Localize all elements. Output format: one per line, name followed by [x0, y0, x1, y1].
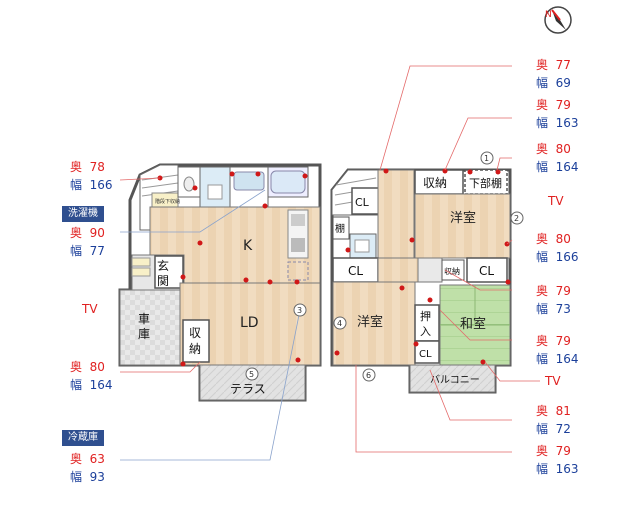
- dim-right-5: 奥 79 幅 73: [536, 284, 571, 316]
- youshitsu-1-label: 洋室: [450, 210, 476, 226]
- dim-left-2: 奥 90 幅 77: [70, 226, 105, 258]
- dim-right-4: 奥 80 幅 166: [536, 232, 579, 264]
- oshiire-label-1: 押: [420, 309, 431, 323]
- entrance-label-1: 玄: [157, 258, 169, 273]
- tv-label-1f: TV: [82, 302, 98, 316]
- washbasin-2f-icon: [354, 239, 370, 253]
- position-markers: 1 2 3 4 5 6: [245, 151, 524, 382]
- dim-right-2: 奥 79 幅 163: [536, 98, 579, 130]
- marker-5: 5: [249, 370, 254, 379]
- fridge-tag: 冷蔵庫: [62, 430, 104, 446]
- marker-3: 3: [297, 306, 302, 315]
- dim-right-6: 奥 79 幅 164: [536, 334, 579, 366]
- cl1-label: CL: [355, 196, 370, 209]
- balcony-label: バルコニー: [430, 374, 480, 386]
- second-floor-plan: CL 棚 収納 下部棚 洋室 CL 収納 CL 洋室 押 入 CL: [330, 168, 512, 394]
- tv-label-2f-b: TV: [545, 374, 561, 388]
- first-floor-plan: 階段下収納 K 玄 関 車 庫 LD 収 納: [118, 163, 322, 402]
- oshiire-label-2: 入: [420, 325, 431, 338]
- entrance-label-2: 関: [157, 274, 169, 288]
- dim-right-1: 奥 77 幅 69: [536, 58, 571, 90]
- garage-label-2: 庫: [138, 327, 150, 341]
- leader-lines-blue: [120, 189, 301, 461]
- compass-north-label: N: [545, 10, 552, 20]
- bathtub-icon: [233, 171, 265, 191]
- marker-1: 1: [484, 154, 489, 163]
- dim-left-3: 奥 80 幅 164: [70, 360, 113, 392]
- dim-right-8: 奥 79 幅 163: [536, 444, 579, 476]
- storage-2f-label: 収納: [423, 176, 447, 190]
- washbasin-icon: [207, 184, 223, 200]
- cl2-label: CL: [348, 264, 363, 278]
- dim-right-7: 奥 81 幅 72: [536, 404, 571, 436]
- tv-label-2f-a: TV: [548, 194, 564, 208]
- marker-6: 6: [366, 371, 371, 380]
- living-dining-label: LD: [240, 315, 259, 331]
- storage-small-label: 収納: [444, 266, 460, 276]
- marker-4: 4: [337, 319, 342, 328]
- pantry-small-label: 階段下収納: [155, 198, 180, 205]
- shelf-label: 棚: [335, 222, 345, 235]
- storage-label-1: 収: [189, 326, 201, 340]
- lower-shelf-label: 下部棚: [469, 176, 502, 190]
- toilet-icon: [183, 176, 195, 192]
- cl3-label: CL: [479, 264, 494, 278]
- washer-tag: 洗濯機: [62, 206, 104, 222]
- cl4-label: CL: [419, 349, 432, 360]
- kitchen-label: K: [243, 238, 253, 254]
- leader-lines: [119, 65, 540, 453]
- storage-label-2: 納: [189, 342, 201, 356]
- terrace-label: テラス: [230, 382, 266, 396]
- compass-icon: N: [544, 6, 572, 34]
- garage-label-1: 車: [138, 312, 150, 326]
- youshitsu-2-label: 洋室: [357, 314, 383, 330]
- marker-2: 2: [514, 214, 519, 223]
- dim-left-1: 奥 78 幅 166: [70, 160, 113, 192]
- dim-right-3: 奥 80 幅 164: [536, 142, 579, 174]
- dim-left-4: 奥 63 幅 93: [70, 452, 105, 484]
- washitsu-label: 和室: [460, 316, 486, 332]
